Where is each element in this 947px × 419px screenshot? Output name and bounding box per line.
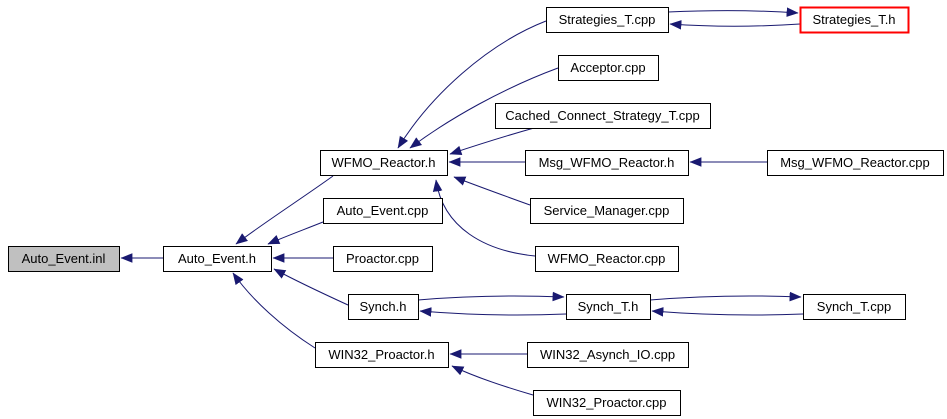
edge-acceptor-cpp-to-wfmo-reactor-h bbox=[409, 67, 559, 149]
node-label-win32-asynch-io-cpp: WIN32_Asynch_IO.cpp bbox=[540, 347, 675, 362]
node-box-wfmo-reactor-h bbox=[320, 150, 448, 176]
edge-synch-t-h-to-synch-h bbox=[419, 307, 567, 317]
node-label-synch-h: Synch.h bbox=[360, 299, 407, 314]
edge-strategies-t-cpp-to-wfmo-reactor-h bbox=[397, 20, 547, 149]
node-box-auto-event-h bbox=[163, 246, 272, 272]
node-label-proactor-cpp: Proactor.cpp bbox=[346, 251, 419, 266]
graph-node-win32-proactor-h[interactable]: WIN32_Proactor.h bbox=[315, 342, 449, 368]
edge-strategies-t-h-to-strategies-t-cpp bbox=[669, 20, 801, 30]
node-box-proactor-cpp bbox=[333, 246, 433, 272]
node-label-auto-event-inl: Auto_Event.inl bbox=[22, 251, 106, 266]
node-label-msg-wfmo-reactor-cpp: Msg_WFMO_Reactor.cpp bbox=[780, 155, 930, 170]
graph-node-proactor-cpp[interactable]: Proactor.cpp bbox=[333, 246, 433, 272]
node-label-auto-event-cpp: Auto_Event.cpp bbox=[337, 203, 429, 218]
node-label-acceptor-cpp: Acceptor.cpp bbox=[570, 60, 645, 75]
graph-node-service-manager-cpp[interactable]: Service_Manager.cpp bbox=[530, 198, 684, 224]
node-label-strategies-t-cpp: Strategies_T.cpp bbox=[559, 12, 656, 27]
graph-node-synch-t-h[interactable]: Synch_T.h bbox=[566, 294, 651, 320]
graph-node-wfmo-reactor-cpp[interactable]: WFMO_Reactor.cpp bbox=[535, 246, 679, 272]
node-box-auto-event-cpp bbox=[323, 198, 443, 224]
graph-node-msg-wfmo-reactor-cpp[interactable]: Msg_WFMO_Reactor.cpp bbox=[767, 150, 944, 176]
node-box-synch-t-cpp bbox=[803, 294, 906, 320]
node-label-service-manager-cpp: Service_Manager.cpp bbox=[544, 203, 670, 218]
graph-node-msg-wfmo-reactor-h[interactable]: Msg_WFMO_Reactor.h bbox=[525, 150, 689, 176]
node-label-strategies-t-h: Strategies_T.h bbox=[812, 12, 895, 27]
graph-node-synch-t-cpp[interactable]: Synch_T.cpp bbox=[803, 294, 906, 320]
node-box-auto-event-inl bbox=[8, 246, 120, 272]
graph-node-acceptor-cpp[interactable]: Acceptor.cpp bbox=[558, 55, 659, 81]
node-label-win32-proactor-h: WIN32_Proactor.h bbox=[328, 347, 434, 362]
edge-wfmo-reactor-cpp-to-wfmo-reactor-h bbox=[432, 179, 536, 257]
node-box-win32-proactor-cpp bbox=[533, 390, 681, 416]
graph-node-auto-event-h[interactable]: Auto_Event.h bbox=[163, 246, 272, 272]
edge-strategies-t-cpp-to-strategies-t-h bbox=[667, 7, 799, 17]
node-label-wfmo-reactor-h: WFMO_Reactor.h bbox=[331, 155, 435, 170]
edge-service-manager-cpp-to-wfmo-reactor-h bbox=[453, 176, 531, 206]
node-box-wfmo-reactor-cpp bbox=[535, 246, 679, 272]
graph-node-auto-event-inl[interactable]: Auto_Event.inl bbox=[8, 246, 120, 272]
edge-auto-event-cpp-to-auto-event-h bbox=[267, 221, 324, 245]
edge-cached-connect-strategy-t-cpp-to-wfmo-reactor-h bbox=[449, 127, 535, 155]
node-label-auto-event-h: Auto_Event.h bbox=[178, 251, 256, 266]
node-box-win32-asynch-io-cpp bbox=[527, 342, 689, 368]
node-label-cached-connect-strategy-t-cpp: Cached_Connect_Strategy_T.cpp bbox=[505, 108, 699, 123]
edge-synch-t-cpp-to-synch-t-h bbox=[651, 307, 804, 317]
edge-wfmo-reactor-h-to-auto-event-h bbox=[235, 175, 334, 245]
graph-node-cached-connect-strategy-t-cpp[interactable]: Cached_Connect_Strategy_T.cpp bbox=[495, 103, 711, 129]
node-box-msg-wfmo-reactor-h bbox=[525, 150, 689, 176]
node-label-synch-t-h: Synch_T.h bbox=[578, 299, 639, 314]
node-box-win32-proactor-h bbox=[315, 342, 449, 368]
node-box-acceptor-cpp bbox=[558, 55, 659, 81]
edge-win32-proactor-h-to-auto-event-h bbox=[232, 272, 316, 349]
edge-win32-proactor-cpp-to-win32-proactor-h bbox=[451, 365, 534, 396]
graph-node-strategies-t-cpp[interactable]: Strategies_T.cpp bbox=[546, 7, 669, 33]
node-label-win32-proactor-cpp: WIN32_Proactor.cpp bbox=[547, 395, 667, 410]
node-box-synch-t-h bbox=[566, 294, 651, 320]
node-label-msg-wfmo-reactor-h: Msg_WFMO_Reactor.h bbox=[539, 155, 675, 170]
graph-node-auto-event-cpp[interactable]: Auto_Event.cpp bbox=[323, 198, 443, 224]
graph-node-win32-asynch-io-cpp[interactable]: WIN32_Asynch_IO.cpp bbox=[527, 342, 689, 368]
edge-synch-h-to-synch-t-h bbox=[417, 291, 565, 302]
graph-node-wfmo-reactor-h[interactable]: WFMO_Reactor.h bbox=[320, 150, 448, 176]
node-box-cached-connect-strategy-t-cpp bbox=[495, 103, 711, 129]
edges-layer bbox=[120, 7, 804, 396]
graph-node-strategies-t-h[interactable]: Strategies_T.h bbox=[799, 6, 910, 34]
node-box-strategies-t-h bbox=[799, 6, 910, 34]
graph-node-win32-proactor-cpp[interactable]: WIN32_Proactor.cpp bbox=[533, 390, 681, 416]
node-label-synch-t-cpp: Synch_T.cpp bbox=[817, 299, 891, 314]
edge-synch-t-h-to-synch-t-cpp bbox=[649, 291, 802, 302]
node-box-msg-wfmo-reactor-cpp bbox=[767, 150, 944, 176]
edge-synch-h-to-auto-event-h bbox=[273, 268, 349, 306]
node-box-synch-h bbox=[348, 294, 419, 320]
node-label-wfmo-reactor-cpp: WFMO_Reactor.cpp bbox=[548, 251, 666, 266]
graph-node-synch-h[interactable]: Synch.h bbox=[348, 294, 419, 320]
node-box-service-manager-cpp bbox=[530, 198, 684, 224]
node-box-strategies-t-cpp bbox=[546, 7, 669, 33]
nodes-layer: Auto_Event.inl Auto_Event.h WFMO_Reactor.h… bbox=[8, 6, 944, 416]
